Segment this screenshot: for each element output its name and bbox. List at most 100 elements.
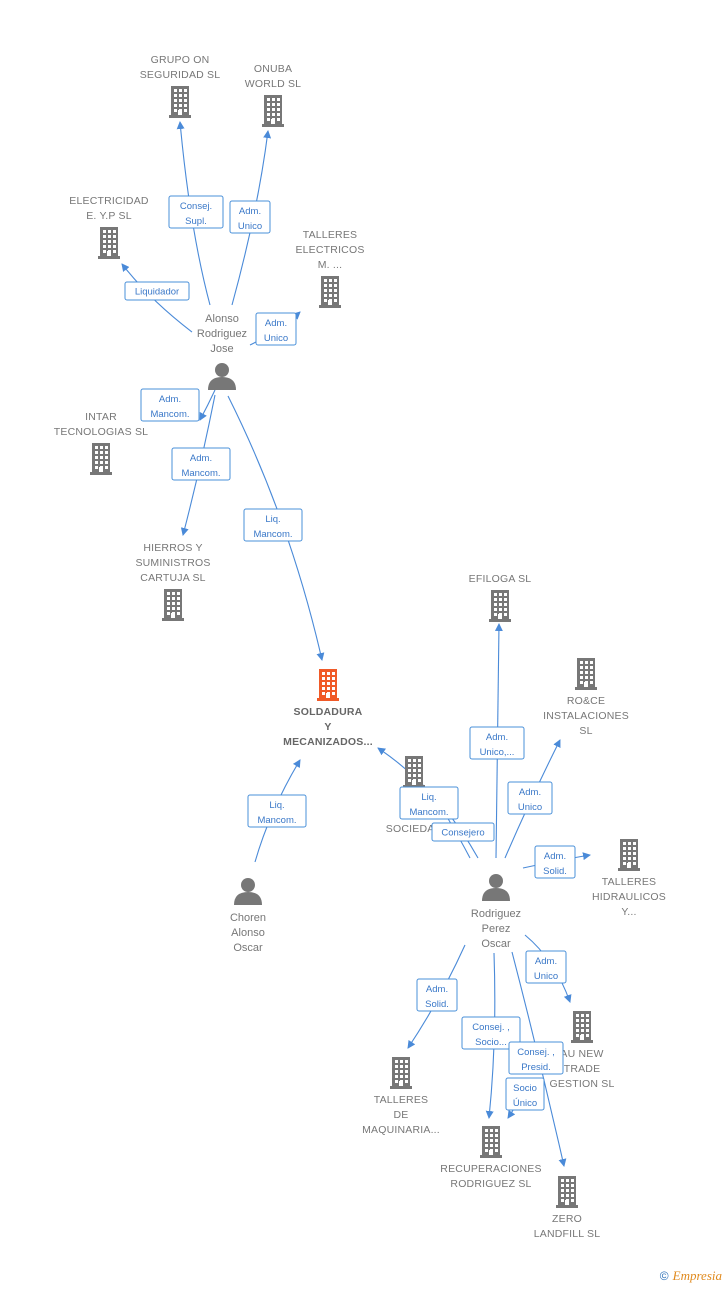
edge-label-text: Adm. <box>544 851 566 862</box>
building-icon <box>162 589 184 621</box>
edge-label-text: Mancom. <box>409 807 448 818</box>
edge-label-box <box>171 447 231 481</box>
edge-label-box <box>461 1016 521 1050</box>
node-soldadura[interactable]: SOLDADURAYMECANIZADOS... <box>283 669 373 748</box>
node-label-line: MAQUINARIA... <box>362 1124 440 1136</box>
node-label-line: ELECTRICIDAD <box>69 195 149 207</box>
edge-label-text: Adm. <box>519 787 541 798</box>
building-icon <box>262 95 284 127</box>
edge-label-box <box>399 786 459 820</box>
edge-label[interactable]: Consejero <box>431 822 495 842</box>
edge-label[interactable]: Adm.Unico,... <box>469 726 525 760</box>
node-efiloga[interactable]: EFILOGA SL <box>469 573 532 622</box>
edge-label-text: Adm. <box>426 984 448 995</box>
node-label-line: RO&CE <box>567 695 605 707</box>
edge-label[interactable]: Adm.Unico <box>255 312 297 346</box>
node-label-line: INTAR <box>85 411 117 423</box>
node-label-line: Perez <box>482 923 511 935</box>
building-icon <box>480 1126 502 1158</box>
edge-label-text: Solid. <box>425 999 449 1010</box>
edge-label-text: Consej. , <box>472 1022 510 1033</box>
edge-label-text: Consej. <box>180 201 212 212</box>
node-label-line: ELECTRICOS <box>295 244 364 256</box>
node-label-line: DE <box>394 1109 409 1121</box>
node-label-line: TALLERES <box>374 1094 429 1106</box>
node-label-line: TALLERES <box>602 876 657 888</box>
edge-label-box <box>416 978 458 1012</box>
node-label-line: SEGURIDAD SL <box>140 69 221 81</box>
edge-label[interactable]: Consej.Supl. <box>168 195 224 229</box>
edge-label-text: Liq. <box>269 800 284 811</box>
node-label-line: Jose <box>210 343 233 355</box>
edge-label-text: Adm. <box>486 732 508 743</box>
node-talleres-hidraulicos[interactable]: TALLERESHIDRAULICOSY... <box>592 839 666 918</box>
edge-label[interactable]: Adm.Mancom. <box>140 388 200 422</box>
edge-label-text: Adm. <box>190 453 212 464</box>
edge-label-box <box>525 950 567 984</box>
edge-label-text: Adm. <box>159 394 181 405</box>
node-label-line: AU NEW <box>560 1048 603 1060</box>
node-label-line: CARTUJA SL <box>140 572 205 584</box>
edge-label-box <box>140 388 200 422</box>
edge-label[interactable]: Adm.Mancom. <box>171 447 231 481</box>
copyright-symbol: © <box>659 1269 669 1283</box>
edge-label[interactable]: Liq.Mancom. <box>243 508 303 542</box>
edge-label[interactable]: Liq.Mancom. <box>399 786 459 820</box>
edge-label[interactable]: Adm. Solid. <box>416 978 458 1012</box>
edge-label[interactable]: Adm. Solid. <box>534 845 576 879</box>
edge-alonso-intar <box>199 389 216 421</box>
edge-label-text: Adm. <box>239 206 261 217</box>
edge-label[interactable]: Liquidador <box>124 281 190 301</box>
node-label-line: RECUPERACIONES <box>440 1163 541 1175</box>
node-label-line: MECANIZADOS... <box>283 736 373 748</box>
edge-label-box <box>505 1077 545 1111</box>
node-talleres-electricos[interactable]: TALLERES ELECTRICOS M. ... <box>295 229 364 308</box>
node-label-line: Choren <box>230 912 266 924</box>
edge-label-text: Adm. <box>265 318 287 329</box>
edge-label-text: Consej. , <box>517 1047 555 1058</box>
edge-label-text: Unico <box>238 221 262 232</box>
building-icon <box>618 839 640 871</box>
edge-label[interactable]: Liq.Mancom. <box>247 794 307 828</box>
edge-label[interactable]: Consej. ,Socio... <box>461 1016 521 1050</box>
node-label-line: Alonso <box>231 927 265 939</box>
person-icon <box>482 874 510 901</box>
edge-label-text: Solid. <box>543 866 567 877</box>
node-label-line: M. ... <box>318 259 343 271</box>
edge-label[interactable]: Adm.Unico <box>525 950 567 984</box>
edge-label-text: Liquidador <box>135 287 179 298</box>
node-label-line: Rodriguez <box>471 908 521 920</box>
node-label-line: INSTALACIONES <box>543 710 629 722</box>
node-label-line: SOCIEDAD <box>386 823 443 835</box>
edge-label-text: Presid. <box>521 1062 551 1073</box>
edge-label-text: Adm. <box>535 956 557 967</box>
node-label-line: TALLERES <box>303 229 358 241</box>
building-icon <box>571 1011 593 1043</box>
edge-label[interactable]: Consej. , Presid. <box>508 1041 564 1075</box>
edge-label-box <box>168 195 224 229</box>
building-icon <box>403 756 425 788</box>
edge-label[interactable]: Adm. Unico <box>229 200 271 234</box>
building-icon <box>575 658 597 690</box>
edge-label-text: Socio <box>513 1083 537 1094</box>
node-label-line: Oscar <box>233 942 263 954</box>
edge-label[interactable]: Adm.Unico <box>507 781 553 815</box>
node-label-line: SUMINISTROS <box>135 557 210 569</box>
brand-logo[interactable]: Empresia <box>672 1268 722 1283</box>
edge-label-box <box>534 845 576 879</box>
node-talleres-maquinaria[interactable]: TALLERES DE MAQUINARIA... <box>362 1057 440 1136</box>
building-icon <box>169 86 191 118</box>
